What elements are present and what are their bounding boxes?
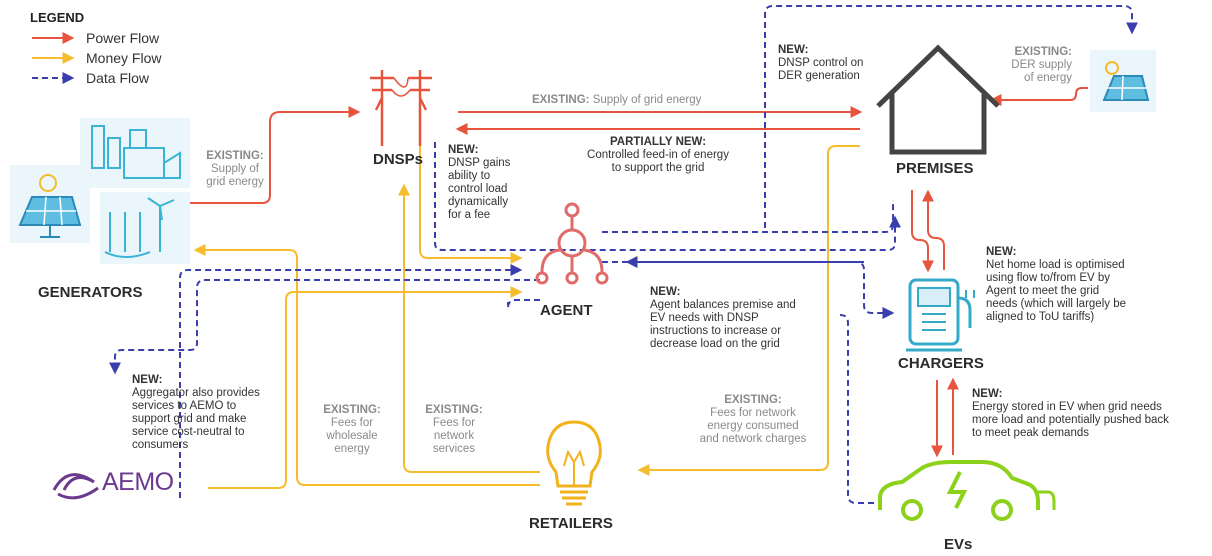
label-line: Fees for network	[710, 407, 796, 419]
label-tag: NEW:	[972, 388, 1003, 400]
node-premises: PREMISES	[896, 160, 974, 177]
label-tag: EXISTING:	[323, 404, 381, 416]
label-dnsp-der: NEW: DNSP control on DER generation	[778, 44, 863, 83]
node-evs: EVs	[944, 536, 973, 553]
label-line: aligned to ToU tariffs)	[986, 311, 1095, 323]
label-tag: NEW:	[986, 246, 1017, 258]
label-line: grid energy	[206, 176, 264, 188]
label-line: energy consumed	[707, 420, 799, 432]
label-line: service cost-neutral to	[132, 426, 245, 438]
label-line: Energy stored in EV when grid needs	[972, 401, 1162, 413]
label-grid-supply: EXISTING: Supply of grid energy	[532, 94, 701, 107]
label-line: services	[432, 443, 476, 455]
power-pole-icon	[370, 70, 432, 146]
label-line: decrease load on the grid	[650, 338, 780, 350]
data-flows	[109, 5, 1138, 504]
power-flows	[188, 87, 1088, 458]
label-line: support grid and make	[132, 413, 247, 425]
label-line: ability to	[448, 170, 491, 182]
ev-car-icon	[878, 460, 1056, 521]
label-line: more load and potentially pushed back	[972, 414, 1169, 426]
label-line: energy	[334, 443, 370, 455]
aemo-wordmark: AEMO	[102, 468, 174, 496]
legend-money-flow: Money Flow	[86, 50, 162, 66]
label-line: EV needs with DNSP	[650, 312, 759, 324]
agent-hub-icon	[535, 202, 609, 285]
label-tag: NEW:	[650, 286, 681, 298]
label-tag: EXISTING:	[425, 404, 483, 416]
label-line: Fees for	[330, 417, 374, 429]
der-solar-icon	[1090, 50, 1156, 112]
node-retailers: RETAILERS	[529, 515, 613, 532]
label-line: Aggregator also provides	[132, 387, 260, 399]
legend-arrows	[32, 32, 75, 84]
label-generator-supply: EXISTING: Supply of grid energy	[196, 150, 274, 189]
label-tag: PARTIALLY NEW:	[609, 136, 707, 148]
label-wholesale-fees: EXISTING: Fees for wholesale energy	[314, 404, 390, 456]
node-generators: GENERATORS	[38, 284, 143, 301]
legend-data-flow: Data Flow	[86, 70, 150, 86]
label-aggregator: NEW: Aggregator also provides services t…	[132, 374, 260, 452]
label-tag: NEW:	[132, 374, 163, 386]
label-line: wholesale	[326, 430, 378, 442]
label-feed-in: PARTIALLY NEW: Controlled feed-in of ene…	[570, 136, 746, 175]
label-tag: EXISTING:	[532, 94, 590, 106]
label-network-energy-fees: EXISTING: Fees for network energy consum…	[688, 394, 818, 446]
label-line: DNSP control on	[778, 57, 864, 69]
label-line: instructions to increase or	[650, 325, 782, 337]
factory-icon	[80, 118, 190, 188]
label-tag: EXISTING:	[1014, 46, 1072, 58]
label-line: to support the grid	[611, 162, 705, 174]
label-line: consumers	[132, 439, 189, 451]
node-dnsps: DNSPs	[373, 151, 424, 168]
label-line: services to AEMO to	[132, 400, 237, 412]
label-line: and network charges	[699, 433, 807, 445]
label-line: Controlled feed-in of energy	[587, 149, 729, 161]
label-tag: EXISTING:	[724, 394, 782, 406]
node-chargers: CHARGERS	[898, 355, 984, 372]
label-line: control load	[448, 183, 508, 195]
charger-icon	[906, 278, 975, 352]
aemo-logo	[52, 473, 99, 500]
label-line: of energy	[1024, 72, 1072, 84]
label-line: DER generation	[778, 70, 860, 82]
label-line: for a fee	[448, 209, 491, 221]
label-line: DER supply	[1011, 59, 1072, 71]
label-net-home-load: NEW: Net home load is optimised using fl…	[986, 246, 1126, 324]
label-line: using flow to/from EV by	[986, 272, 1110, 284]
house-icon	[876, 44, 1000, 155]
label-dnsp-load: NEW: DNSP gains ability to control load …	[448, 144, 510, 222]
node-agent: AGENT	[540, 302, 593, 319]
lightbulb-icon	[546, 420, 602, 506]
label-tag: EXISTING:	[206, 150, 264, 162]
label-network-services-fees: EXISTING: Fees for network services	[416, 404, 492, 456]
label-line: DNSP gains	[448, 157, 511, 169]
label-tag: NEW:	[448, 144, 479, 156]
label-line: Agent balances premise and	[650, 299, 796, 311]
label-line: Agent to meet the grid	[986, 285, 1100, 297]
label-line: Supply of grid energy	[592, 94, 702, 106]
label-line: Net home load is optimised	[986, 259, 1125, 271]
label-line: needs (which will largely be	[986, 298, 1126, 310]
label-line: dynamically	[448, 196, 509, 208]
label-agent-balance: NEW: Agent balances premise and EV needs…	[650, 286, 796, 351]
label-ev-storage: NEW: Energy stored in EV when grid needs…	[972, 388, 1169, 440]
label-tag: NEW:	[778, 44, 809, 56]
label-line: network	[433, 430, 475, 442]
label-line: Fees for	[432, 417, 476, 429]
legend-power-flow: Power Flow	[86, 30, 160, 46]
hydro-wind-icon	[100, 192, 190, 264]
legend-title: LEGEND	[30, 10, 85, 25]
label-line: Supply of	[211, 163, 259, 175]
money-flows	[193, 140, 860, 489]
solar-panel-icon	[10, 165, 90, 243]
label-der-supply: EXISTING: DER supply of energy	[1000, 46, 1072, 85]
label-line: to meet peak demands	[972, 427, 1089, 439]
